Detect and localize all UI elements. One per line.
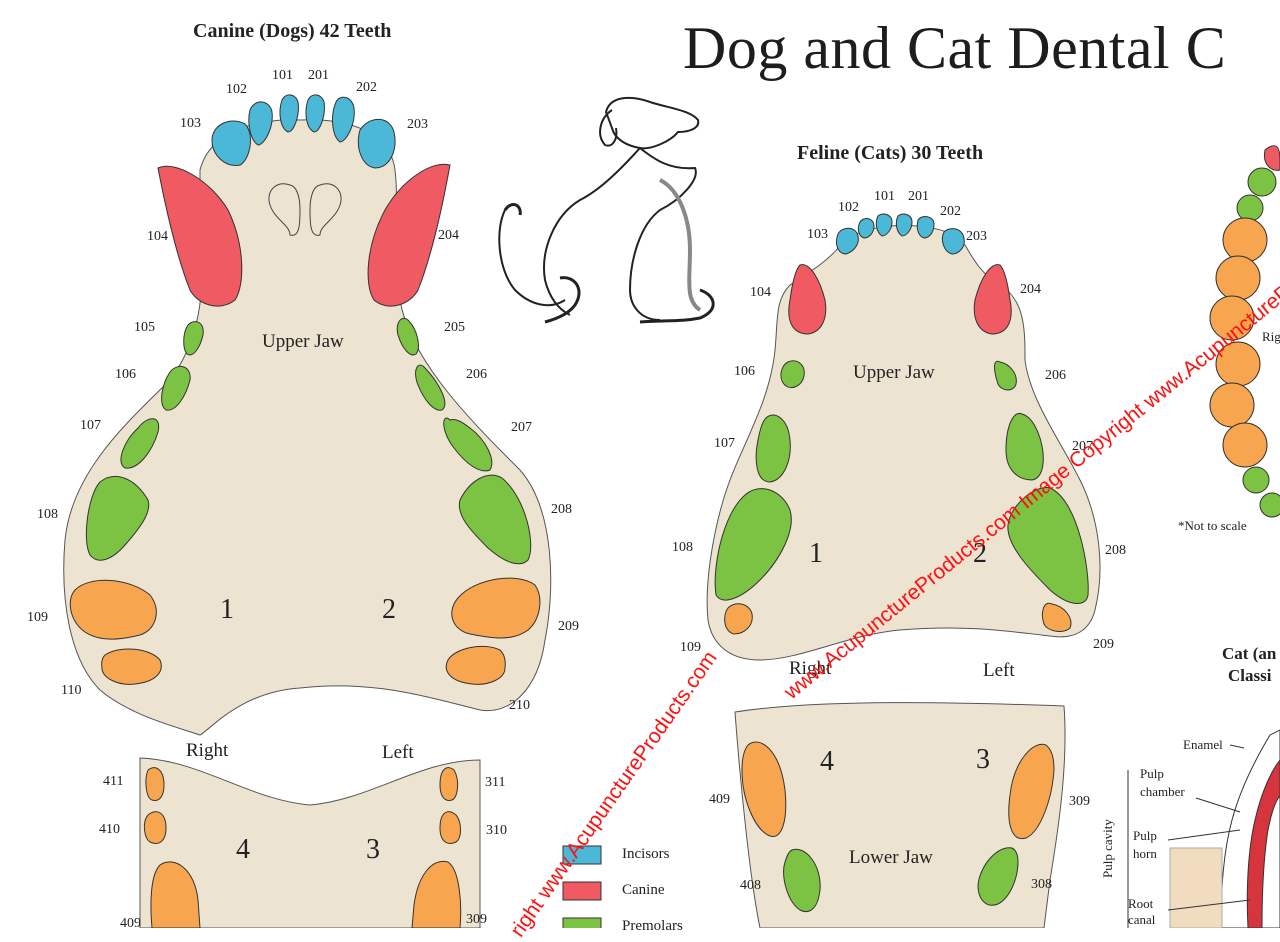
dog-tooth-207: 207 bbox=[511, 420, 532, 435]
dog-tooth-201: 201 bbox=[308, 68, 329, 83]
anatomy-pulp-cavity: Pulp cavity bbox=[1100, 819, 1115, 878]
partial-arch-right bbox=[1209, 145, 1280, 518]
dog-tooth-102: 102 bbox=[226, 82, 247, 97]
dog-quadrant-2: 2 bbox=[382, 594, 396, 625]
cat-tooth-203: 203 bbox=[966, 229, 987, 244]
dog-tooth-110: 110 bbox=[61, 683, 82, 698]
anatomy-pulp-chamber-1: Pulp bbox=[1140, 766, 1164, 781]
cat-tooth-103: 103 bbox=[807, 227, 828, 242]
cat-classification-heading-1: Cat (an bbox=[1222, 644, 1277, 663]
dog-tooth-108: 108 bbox=[37, 507, 58, 522]
cat-tooth-101: 101 bbox=[874, 189, 895, 204]
anatomy-enamel: Enamel bbox=[1183, 737, 1223, 752]
cat-heading: Feline (Cats) 30 Teeth bbox=[797, 142, 984, 164]
anatomy-pulp-chamber-2: chamber bbox=[1140, 784, 1185, 799]
dog-tooth-311: 311 bbox=[485, 775, 506, 790]
cat-tooth-102: 102 bbox=[838, 200, 859, 215]
dog-tooth-203: 203 bbox=[407, 117, 428, 132]
cat-upper-jaw bbox=[706, 213, 1101, 661]
dog-tooth-310: 310 bbox=[486, 823, 507, 838]
not-to-scale-note: *Not to scale bbox=[1178, 518, 1247, 533]
cat-tooth-109: 109 bbox=[680, 640, 701, 655]
dog-tooth-104: 104 bbox=[147, 229, 168, 244]
dog-tooth-103: 103 bbox=[180, 116, 201, 131]
dog-tooth-309: 309 bbox=[466, 912, 487, 927]
cat-tooth-409: 409 bbox=[709, 792, 730, 807]
cat-left-label: Left bbox=[983, 660, 1015, 681]
cat-tooth-209: 209 bbox=[1093, 637, 1114, 652]
dog-cat-illustration bbox=[498, 96, 715, 324]
dog-quadrant-1: 1 bbox=[220, 594, 234, 625]
chart-title: Dog and Cat Dental C bbox=[683, 15, 1227, 81]
dog-quadrant-3: 3 bbox=[366, 834, 380, 865]
dog-tooth-202: 202 bbox=[356, 80, 377, 95]
right-cut-label: Rig bbox=[1262, 329, 1280, 344]
cat-quadrant-4: 4 bbox=[820, 746, 834, 777]
dog-tooth-410: 410 bbox=[99, 822, 120, 837]
dog-tooth-411: 411 bbox=[103, 774, 124, 789]
anatomy-root-canal-2: canal bbox=[1128, 912, 1156, 927]
cat-classification-heading-2: Classi bbox=[1228, 666, 1272, 685]
dog-right-label: Right bbox=[186, 740, 229, 761]
cat-tooth-108: 108 bbox=[672, 540, 693, 555]
cat-tooth-201: 201 bbox=[908, 189, 929, 204]
dog-tooth-209: 209 bbox=[558, 619, 579, 634]
cat-tooth-208: 208 bbox=[1105, 543, 1126, 558]
dog-tooth-205: 205 bbox=[444, 320, 465, 335]
cat-upper-jaw-label: Upper Jaw bbox=[853, 362, 935, 383]
legend-swatch-canine bbox=[562, 881, 602, 901]
tooth-cross-section bbox=[1127, 729, 1280, 928]
legend-label-canine: Canine bbox=[622, 882, 665, 898]
cat-tooth-106: 106 bbox=[734, 364, 755, 379]
dog-tooth-204: 204 bbox=[438, 228, 459, 243]
dog-tooth-210: 210 bbox=[509, 698, 530, 713]
dog-tooth-101: 101 bbox=[272, 68, 293, 83]
dog-upper-jaw-label: Upper Jaw bbox=[262, 331, 344, 352]
dog-left-label: Left bbox=[382, 742, 414, 763]
dog-tooth-109: 109 bbox=[27, 610, 48, 625]
cat-right-label: Right bbox=[789, 658, 832, 679]
legend-swatches bbox=[562, 845, 602, 928]
dog-tooth-208: 208 bbox=[551, 502, 572, 517]
cat-tooth-202: 202 bbox=[940, 204, 961, 219]
cat-tooth-408: 408 bbox=[740, 878, 761, 893]
dog-tooth-106: 106 bbox=[115, 367, 136, 382]
cat-quadrant-2: 2 bbox=[973, 538, 987, 569]
cat-tooth-104: 104 bbox=[750, 285, 771, 300]
anatomy-pulp-horn-1: Pulp bbox=[1133, 828, 1157, 843]
dog-tooth-206: 206 bbox=[466, 367, 487, 382]
anatomy-pulp-horn-2: horn bbox=[1133, 846, 1157, 861]
dog-quadrant-4: 4 bbox=[236, 834, 250, 865]
cat-tooth-309: 309 bbox=[1069, 794, 1090, 809]
dog-lower-jaw bbox=[139, 757, 481, 928]
cat-lower-jaw-label: Lower Jaw bbox=[849, 847, 933, 868]
dog-heading: Canine (Dogs) 42 Teeth bbox=[193, 20, 392, 42]
legend-label-incisors: Incisors bbox=[622, 846, 670, 862]
anatomy-root-canal-1: Root bbox=[1128, 896, 1154, 911]
cat-tooth-207: 207 bbox=[1072, 439, 1093, 454]
cat-quadrant-3: 3 bbox=[976, 744, 990, 775]
dog-tooth-105: 105 bbox=[134, 320, 155, 335]
cat-tooth-107: 107 bbox=[714, 436, 735, 451]
cat-tooth-308: 308 bbox=[1031, 877, 1052, 892]
legend-swatch-incisor bbox=[562, 845, 602, 865]
dog-upper-jaw bbox=[63, 94, 552, 736]
cat-lower-jaw bbox=[734, 702, 1066, 928]
cat-tooth-206: 206 bbox=[1045, 368, 1066, 383]
cat-quadrant-1: 1 bbox=[809, 538, 823, 569]
cat-tooth-204: 204 bbox=[1020, 282, 1041, 297]
dog-tooth-107: 107 bbox=[80, 418, 101, 433]
legend-swatch-premolar bbox=[562, 917, 602, 928]
dog-tooth-409: 409 bbox=[120, 916, 141, 931]
legend-label-premolars: Premolars bbox=[622, 918, 683, 934]
